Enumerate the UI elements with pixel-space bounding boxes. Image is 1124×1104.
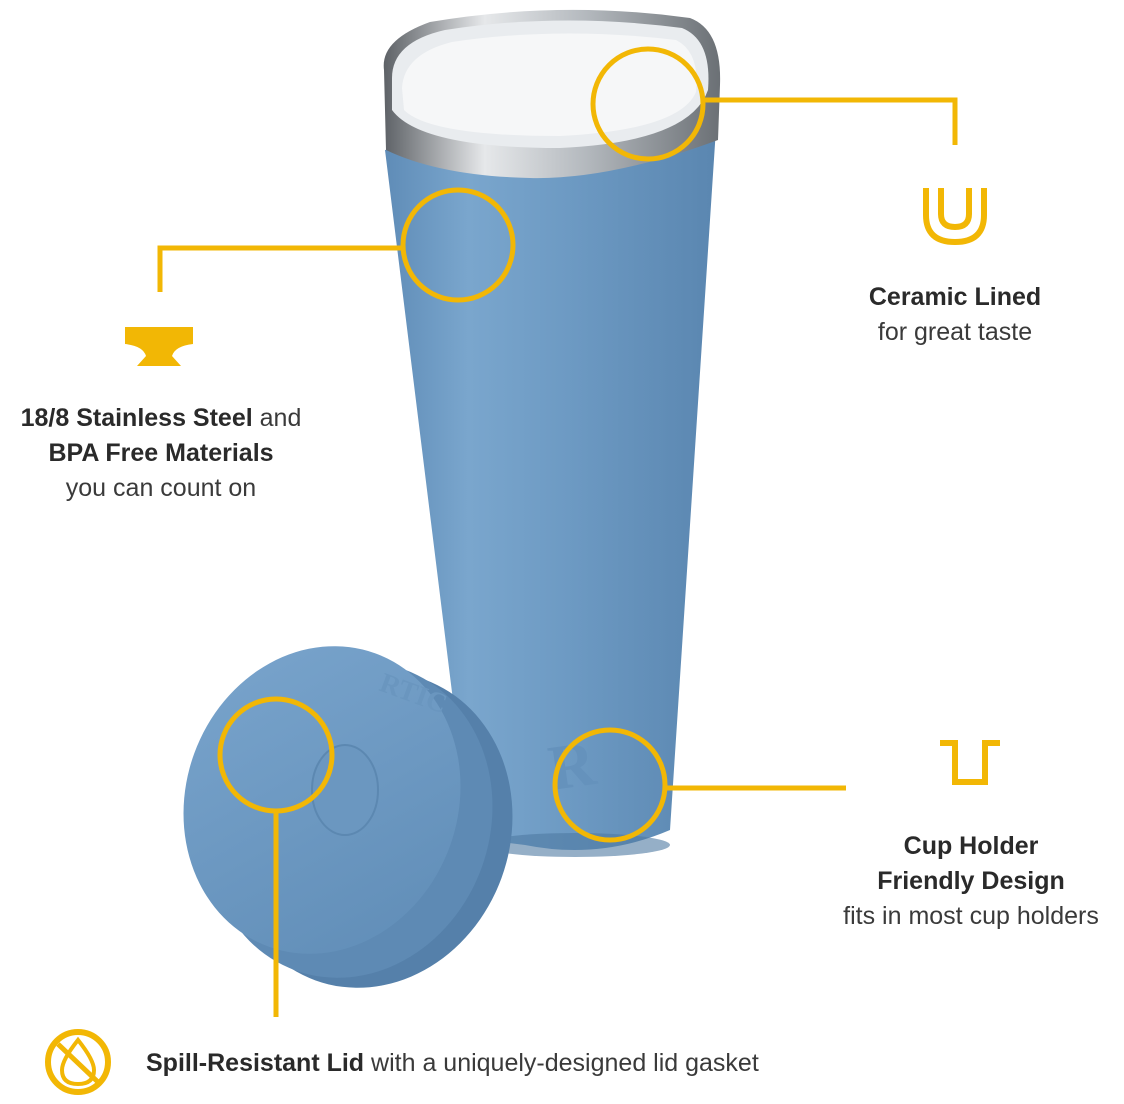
steel-title: 18/8 Stainless Steel <box>20 404 253 432</box>
lid-subtitle: with a uniquely-designed lid gasket <box>364 1049 759 1077</box>
lid: RTIC <box>183 646 513 988</box>
steel-subtitle: you can count on <box>65 474 257 502</box>
tumbler-body <box>385 98 718 850</box>
ceramic-subtitle: for great taste <box>877 318 1033 346</box>
cupholder-title-1: Cup Holder <box>903 832 1039 860</box>
callout-circle-cupholder <box>552 727 668 843</box>
callout-circle-steel <box>400 187 516 303</box>
ceramic-title: Ceramic Lined <box>868 283 1042 311</box>
cupholder-title-2: Friendly Design <box>877 867 1065 895</box>
steel-and: and <box>252 404 302 432</box>
no-spill-drop-icon <box>45 1029 111 1095</box>
callout-stainless-steel: 18/8 Stainless Steel and BPA Free Materi… <box>0 401 322 506</box>
callout-circle-ceramic <box>590 46 706 162</box>
cup-holder-icon <box>940 740 1000 785</box>
lid-title: Spill-Resistant Lid <box>146 1049 365 1077</box>
bpa-title: BPA Free Materials <box>48 439 274 467</box>
callout-circles <box>217 46 706 843</box>
anvil-icon <box>125 327 193 366</box>
connector-steel <box>157 245 403 292</box>
callout-spill-resistant-lid: Spill-Resistant Lid with a uniquely-desi… <box>146 1046 906 1081</box>
connector-ceramic <box>703 97 958 145</box>
cupholder-subtitle: fits in most cup holders <box>843 902 1099 930</box>
u-liner-icon <box>923 188 987 246</box>
callout-ceramic-lined: Ceramic Lined for great taste <box>820 280 1090 350</box>
callout-cup-holder: Cup Holder Friendly Design fits in most … <box>815 829 1124 934</box>
cup-interior <box>402 33 697 136</box>
connector-lines <box>157 97 958 1017</box>
